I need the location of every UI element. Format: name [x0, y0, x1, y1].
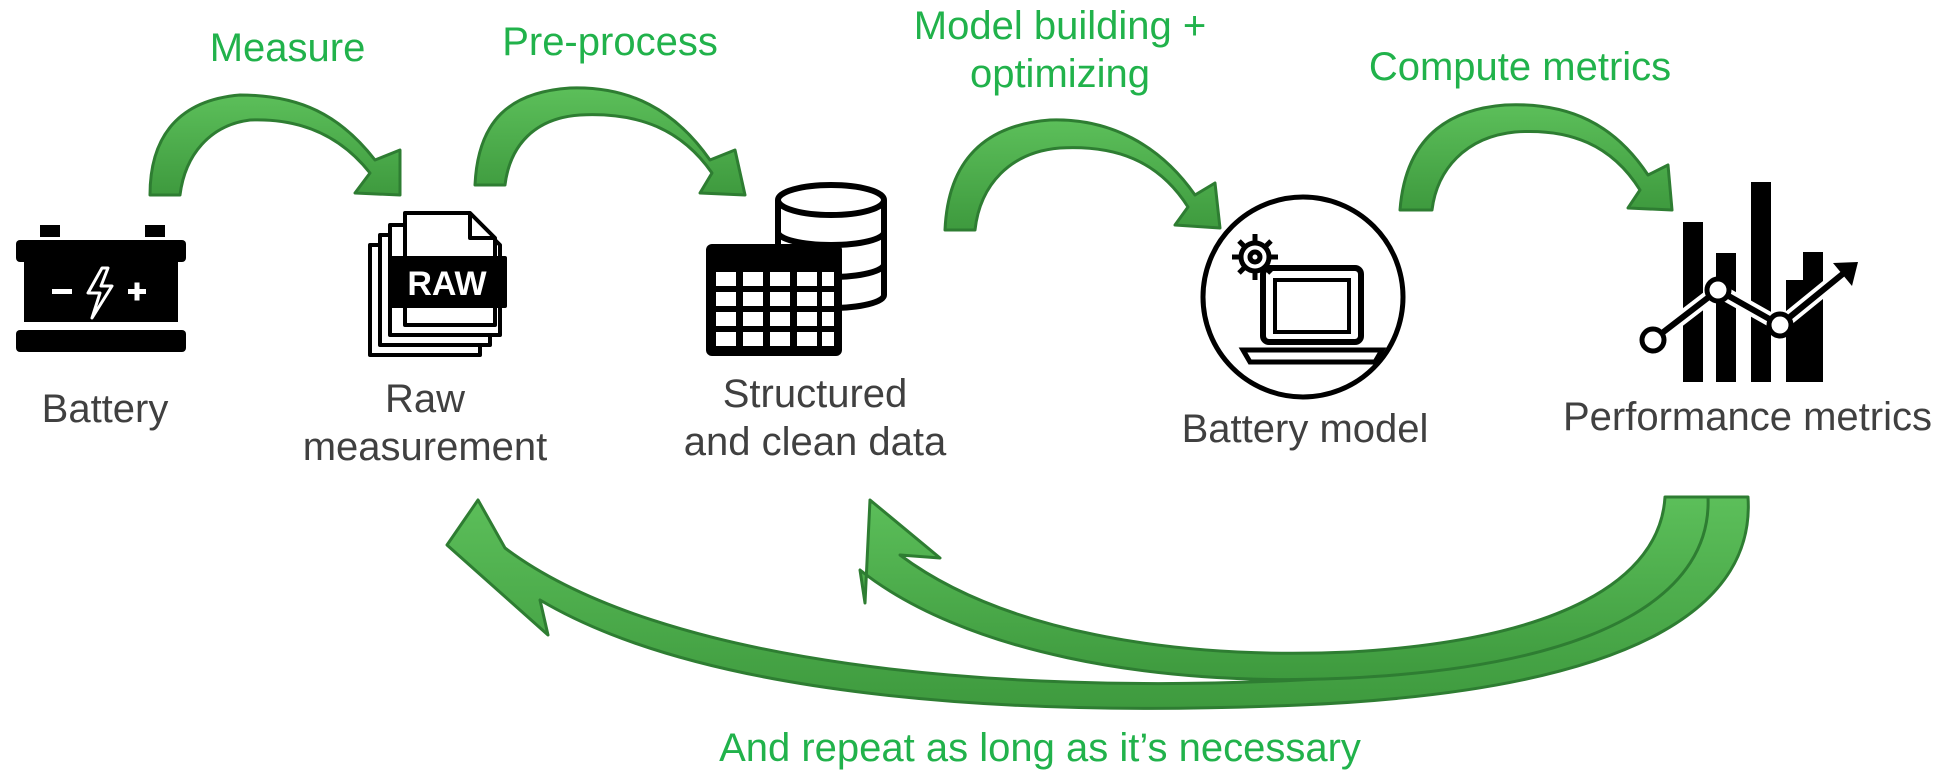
arrow-repeat-short — [858, 495, 1710, 682]
step-label-repeat-text: And repeat as long as it’s necessary — [719, 726, 1361, 770]
battery-label: Battery — [10, 385, 200, 433]
raw-file-icon: RAW — [368, 211, 507, 357]
step-label-compute-metrics-text: Compute metrics — [1368, 45, 1672, 89]
step-label-measure-text: Measure — [209, 26, 366, 70]
structured-data-label-line1: Structured — [722, 372, 908, 416]
raw-measurement-label-line1: Raw — [384, 377, 466, 421]
arrow-measure — [148, 93, 402, 197]
arrow-compute — [1398, 103, 1674, 212]
step-label-model-building: Model building + optimizing — [880, 2, 1240, 98]
arrow-model-building — [943, 118, 1222, 232]
step-label-preprocess: Pre-process — [480, 18, 740, 66]
structured-data-label: Structured and clean data — [650, 370, 980, 466]
gear-icon — [1232, 234, 1278, 280]
raw-icon-text: RAW — [407, 265, 487, 303]
performance-metrics-label-text: Performance metrics — [1563, 395, 1932, 439]
arrow-repeat-long — [445, 495, 1750, 710]
step-label-repeat: And repeat as long as it’s necessary — [690, 724, 1390, 772]
step-label-model-building-line1: Model building + — [913, 4, 1207, 48]
step-label-model-building-line2: optimizing — [969, 52, 1151, 96]
arrow-preprocess — [473, 86, 747, 197]
laptop-gear-icon — [1200, 194, 1406, 400]
performance-metrics-label: Performance metrics — [1540, 393, 1955, 441]
raw-measurement-label-line2: measurement — [302, 425, 548, 469]
battery-label-text: Battery — [41, 387, 169, 431]
step-label-measure: Measure — [195, 24, 380, 72]
structured-data-label-line2: and clean data — [683, 420, 947, 464]
battery-model-label: Battery model — [1145, 405, 1465, 453]
database-table-icon — [706, 182, 887, 356]
step-label-preprocess-text: Pre-process — [502, 20, 718, 64]
step-label-compute-metrics: Compute metrics — [1355, 43, 1685, 91]
raw-measurement-label: Raw measurement — [270, 375, 580, 471]
battery-model-label-text: Battery model — [1181, 407, 1429, 451]
battery-icon — [16, 225, 186, 352]
bar-chart-trend-icon — [1639, 182, 1858, 382]
